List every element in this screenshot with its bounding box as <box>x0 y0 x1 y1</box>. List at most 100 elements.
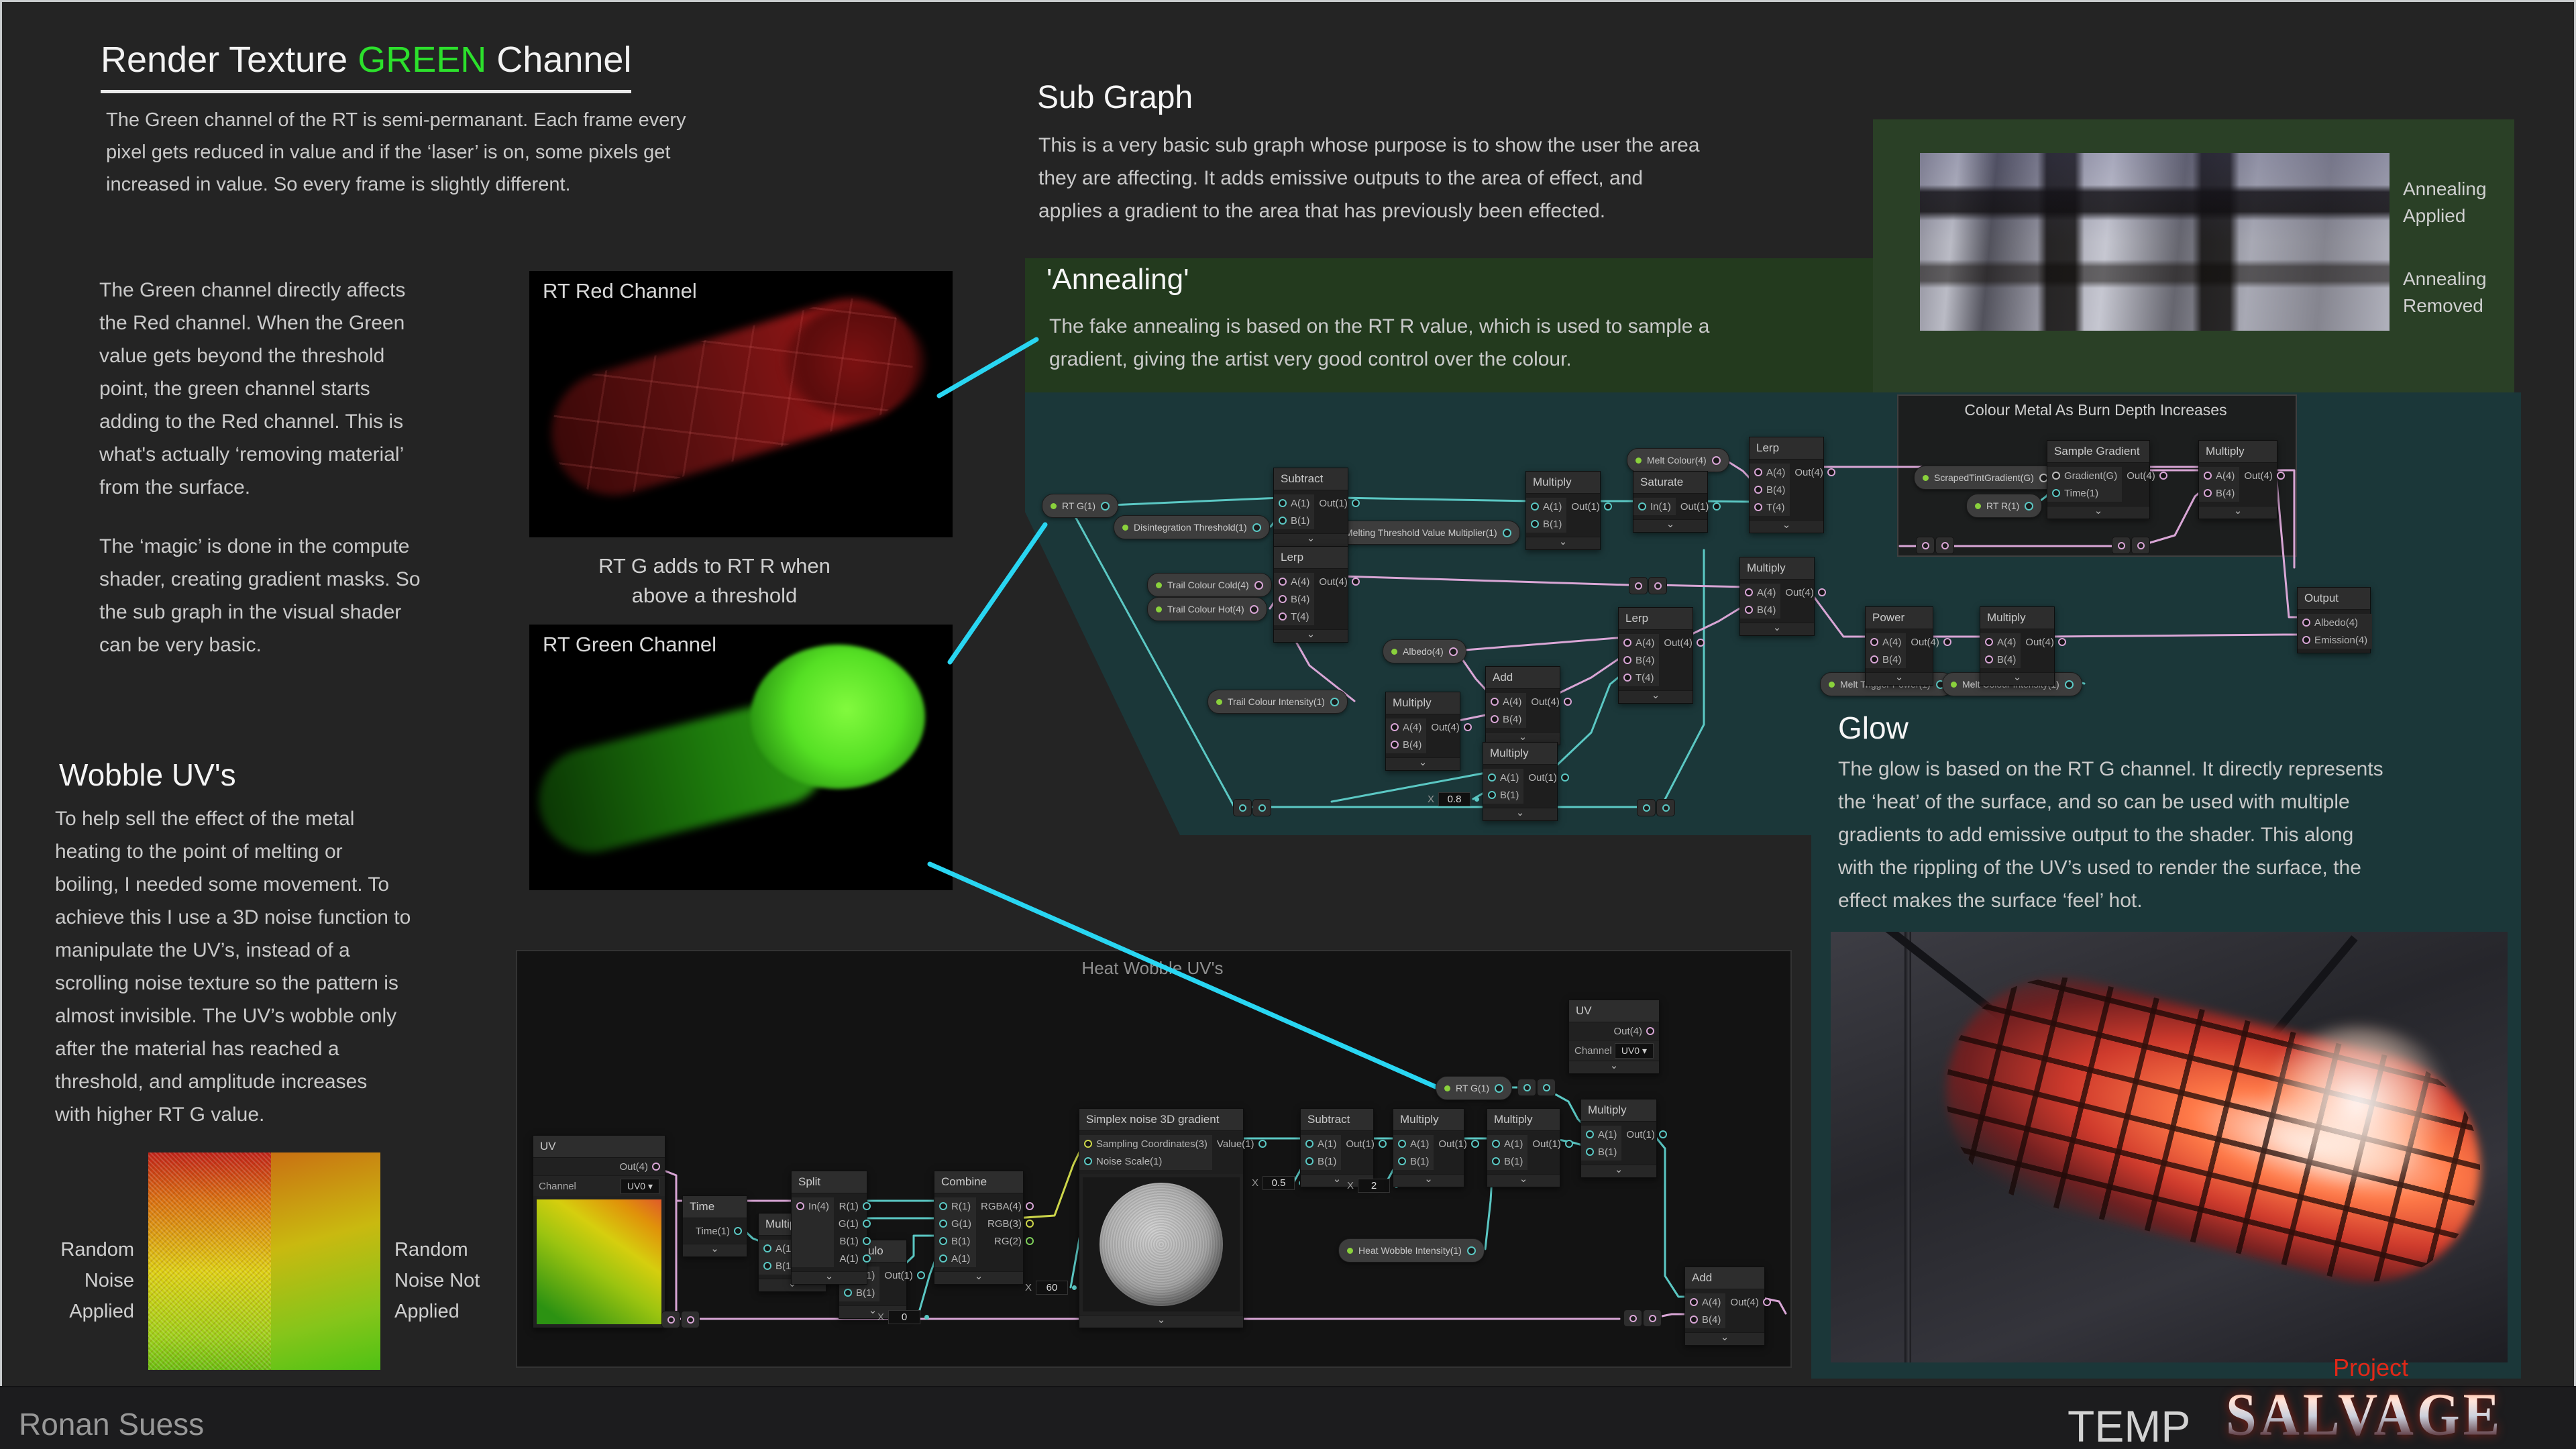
node-collapse-chevron[interactable]: ⌄ <box>792 1271 867 1284</box>
rt-green-channel-image: RT Green Channel <box>529 625 953 890</box>
value-box[interactable]: 0.5 <box>1263 1175 1295 1190</box>
node-collapse-chevron[interactable]: ⌄ <box>1569 1061 1659 1073</box>
node-collapse-chevron[interactable]: ⌄ <box>1274 533 1348 546</box>
reroute-node[interactable] <box>1517 1079 1556 1096</box>
reroute-node[interactable] <box>1916 537 1954 554</box>
colour-metal-title: Colour Metal As Burn Depth Increases <box>1964 401 2227 419</box>
node-collapse-chevron[interactable]: ⌄ <box>1980 672 2054 685</box>
reroute-node[interactable] <box>2112 537 2150 554</box>
node-collapse-chevron[interactable]: ⌄ <box>1386 757 1460 770</box>
node-collapse-chevron[interactable]: ⌄ <box>1274 629 1348 642</box>
node-collapse-chevron[interactable]: ⌄ <box>1393 1174 1464 1187</box>
node-collapse-chevron[interactable]: ⌄ <box>2199 506 2277 519</box>
channel-select[interactable]: UV0 ▾ <box>620 1178 659 1194</box>
node-collapse-chevron[interactable]: ⌄ <box>1526 537 1600 549</box>
reroute-node[interactable] <box>1623 1309 1662 1327</box>
parameter-pill-heat-wobble-intensity-1[interactable]: Heat Wobble Intensity(1) <box>1338 1238 1485 1263</box>
node-collapse-chevron[interactable]: ⌄ <box>934 1271 1023 1284</box>
parameter-pill-trail-colour-intensity-1[interactable]: Trail Colour Intensity(1) <box>1208 690 1348 714</box>
in-dot-noise-scale-1 <box>1084 1157 1092 1165</box>
reroute-node[interactable] <box>1233 799 1271 816</box>
parameter-pill-rt-r-1[interactable]: RT R(1) <box>1966 494 2043 518</box>
in-dot-b-1 <box>1488 791 1496 799</box>
node-collapse-chevron[interactable]: ⌄ <box>1486 732 1560 745</box>
node-collapse-chevron[interactable]: ⌄ <box>2047 506 2149 519</box>
parameter-pill-albedo-4[interactable]: Albedo(4) <box>1383 639 1466 663</box>
node-collapse-chevron[interactable]: ⌄ <box>1483 808 1557 820</box>
node-collapse-chevron[interactable]: ⌄ <box>1750 520 1823 533</box>
parameter-dot <box>1122 524 1128 531</box>
reroute-node[interactable] <box>1629 577 1667 594</box>
in-dot-a-4 <box>1754 468 1762 476</box>
node-collapse-chevron[interactable]: ⌄ <box>1581 1165 1656 1177</box>
node-collapse-chevron[interactable]: ⌄ <box>1619 690 1693 703</box>
value-box[interactable]: 0 <box>888 1309 921 1324</box>
value-box[interactable]: 60 <box>1036 1280 1069 1295</box>
parameter-pill-trail-colour-hot-4[interactable]: Trail Colour Hot(4) <box>1147 597 1267 621</box>
in-dot-g-1 <box>939 1220 947 1228</box>
in-dot-b-4 <box>1623 656 1631 664</box>
channel-select[interactable]: UV0 ▾ <box>1614 1042 1654 1059</box>
parameter-pill-rt-g-1[interactable]: RT G(1) <box>1042 494 1119 518</box>
node-collapse-chevron[interactable]: ⌄ <box>1685 1332 1764 1345</box>
node-collapse-chevron[interactable]: ⌄ <box>1301 1174 1373 1187</box>
node-collapse-chevron[interactable]: ⌄ <box>1487 1174 1560 1187</box>
in-dot-t-4 <box>1623 674 1631 682</box>
node-body: A(1)B(1)Out(1) <box>1581 1122 1667 1165</box>
annealing-applied-label: Annealing Applied <box>2403 178 2487 226</box>
parameter-pill-rt-g-1[interactable]: RT G(1) <box>1436 1076 1513 1100</box>
output-port-out-1: Out(1) <box>1527 1135 1578 1152</box>
noise-sphere-preview <box>1083 1177 1240 1311</box>
parameter-pill-scrapedtintgradient-g[interactable]: ScrapedTintGradient(G) <box>1914 466 2057 490</box>
node-collapse-chevron[interactable]: ⌄ <box>1633 519 1707 532</box>
reroute-node[interactable] <box>1637 799 1675 816</box>
title-post: Channel <box>486 40 632 80</box>
node-collapse-chevron[interactable]: ⌄ <box>1740 623 1814 635</box>
parameter-dot <box>1444 1085 1450 1091</box>
parameter-pill-trail-colour-cold-4[interactable]: Trail Colour Cold(4) <box>1147 573 1272 597</box>
glow-body: The glow is based on the RT G channel. I… <box>1838 758 2383 912</box>
input-port-b-4: B(4) <box>1980 651 2021 668</box>
parameter-pill-melt-colour-4[interactable]: Melt Colour(4) <box>1627 448 1729 472</box>
reroute-node[interactable] <box>661 1311 700 1328</box>
value-box[interactable]: 2 <box>1358 1178 1391 1193</box>
value-box[interactable]: 0.8 <box>1438 792 1471 806</box>
parameter-pill-disintegration-threshold-1[interactable]: Disintegration Threshold(1) <box>1114 515 1270 539</box>
node-collapse-chevron[interactable]: ⌄ <box>1079 1315 1243 1328</box>
input-port-b-1: B(1) <box>759 1257 799 1275</box>
input-port-b-4: B(4) <box>2199 484 2239 502</box>
node-collapse-chevron[interactable]: ⌄ <box>683 1244 747 1256</box>
node-collapse-chevron[interactable]: ⌄ <box>1866 672 1933 685</box>
